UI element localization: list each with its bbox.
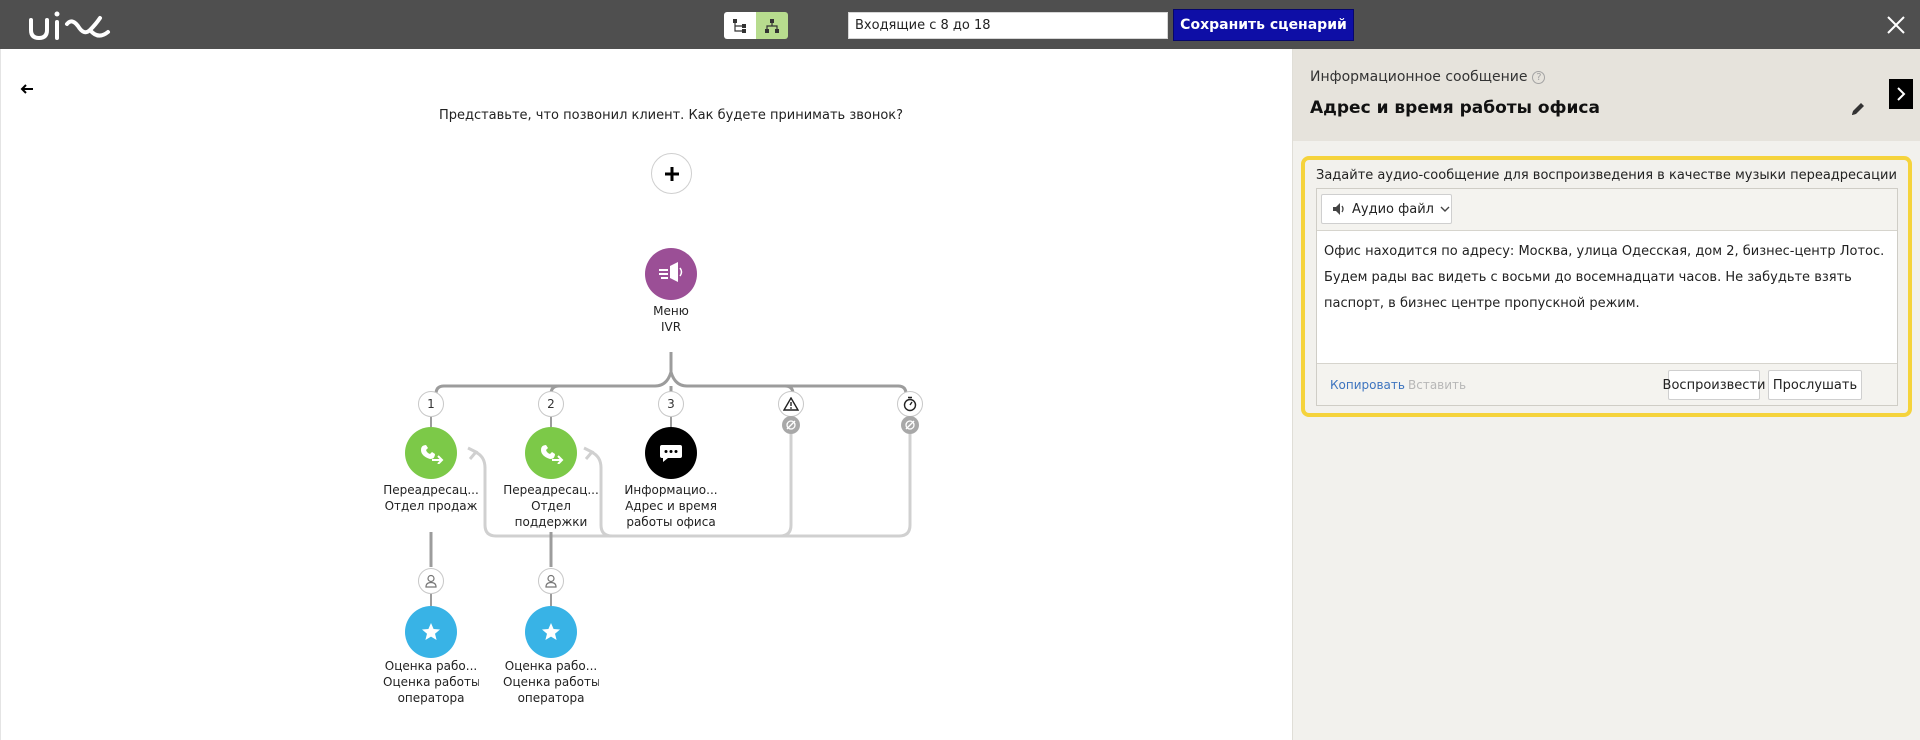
panel-type-label: Информационное сообщение [1310,69,1528,85]
tree-view-icon [733,18,746,33]
message-editor: Аудио файл Офис находится по адресу: Мос… [1316,188,1898,406]
branch-number-1[interactable]: 1 [418,391,444,417]
star-icon [542,623,560,640]
panel-title: Адрес и время работы офиса [1310,98,1600,118]
megaphone-icon [659,262,683,282]
branch-error-link[interactable] [782,416,800,434]
message-icon [660,445,682,462]
panel-type: Информационное сообщение ? [1310,69,1546,85]
play-button[interactable]: Воспроизвести [1663,370,1765,400]
forward-sales-node[interactable] [405,427,457,479]
top-bar: Входящие с 8 до 18 Сохранить сценарий [0,0,1920,49]
user-icon [425,574,437,588]
chevron-right-icon [1897,87,1906,101]
branch-number-3[interactable]: 3 [658,391,684,417]
properties-panel: Информационное сообщение ? Адрес и время… [1292,49,1920,740]
back-arrow-icon[interactable] [19,82,35,96]
tree-view-button[interactable] [724,12,756,39]
forward-support-label: Переадресац... Отдел поддержки [503,483,599,529]
user-icon [545,574,557,588]
audio-message-card: Задайте аудио-сообщение для воспроизведе… [1301,156,1912,417]
editor-toolbar: Аудио файл [1317,189,1897,231]
warning-icon [783,397,799,411]
branch-error[interactable] [778,391,804,417]
audio-source-value: Аудио файл [1352,201,1434,217]
info-message-node[interactable] [645,427,697,479]
listen-button[interactable]: Прослушать [1768,370,1862,400]
link-icon [905,420,915,430]
forward-support-node[interactable] [525,427,577,479]
audio-caption: Задайте аудио-сообщение для воспроизведе… [1316,168,1897,183]
flow-view-button[interactable] [756,12,788,39]
audio-source-select[interactable]: Аудио файл [1321,194,1452,224]
flow-view-icon [765,18,779,33]
call-forward-icon [421,445,444,464]
ivr-menu-label: Меню IVR [653,304,689,334]
flow-connectors [429,352,912,606]
panel-header: Информационное сообщение ? Адрес и время… [1293,49,1920,141]
operator-connector-2[interactable] [538,568,564,594]
chevron-down-icon [1440,206,1450,212]
close-icon[interactable] [1886,15,1906,35]
view-toggle [724,12,788,39]
operator-connector-1[interactable] [418,568,444,594]
info-message-label: Информацио... Адрес и время работы офиса [624,483,718,529]
editor-footer: Копировать Вставить Воспроизвести Прослу… [1317,363,1897,405]
paste-link: Вставить [1408,378,1467,392]
speaker-icon [1333,203,1344,215]
uis-logo [29,11,110,41]
collapse-panel-button[interactable] [1889,79,1913,109]
branch-timeout-link[interactable] [901,416,919,434]
plus-icon [664,166,679,181]
add-step-button[interactable] [651,153,692,194]
help-icon[interactable]: ? [1532,70,1546,84]
rating-node-1[interactable] [405,606,457,658]
scenario-canvas [0,49,1292,740]
canvas-prompt: Представьте, что позвонил клиент. Как бу… [438,108,904,123]
save-scenario-button[interactable]: Сохранить сценарий [1173,9,1354,41]
rating-label-1: Оценка рабо... Оценка работы оператора [383,659,479,705]
scenario-name-input[interactable]: Входящие с 8 до 18 [848,12,1168,39]
pencil-icon[interactable] [1849,100,1867,118]
branch-number-2[interactable]: 2 [538,391,564,417]
timer-icon [903,396,917,412]
forward-sales-label: Переадресац... Отдел продаж [383,483,479,513]
link-icon [786,420,796,430]
rating-label-2: Оценка рабо... Оценка работы оператора [503,659,599,705]
rating-node-2[interactable] [525,606,577,658]
branch-timeout[interactable] [897,391,923,417]
star-icon [422,623,440,640]
copy-link[interactable]: Копировать [1330,378,1405,392]
call-forward-icon [541,445,564,464]
message-textarea[interactable]: Офис находится по адресу: Москва, улица … [1317,231,1897,363]
ivr-menu-node[interactable] [645,248,697,300]
